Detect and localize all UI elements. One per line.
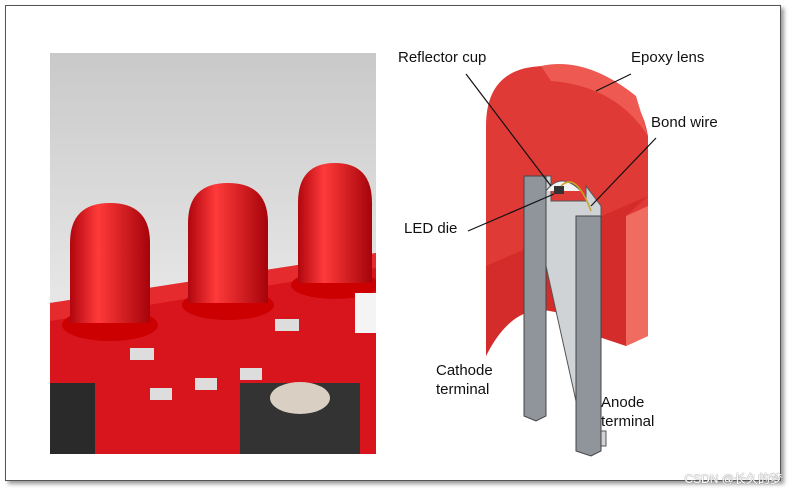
label-epoxy-lens: Epoxy lens	[631, 49, 705, 66]
anode-lead	[575, 215, 602, 457]
bond-wire	[560, 181, 592, 212]
label-led-die: LED die	[404, 220, 458, 237]
led-cross-section-diagram	[465, 64, 657, 457]
led-die	[554, 186, 564, 194]
label-anode-terminal: Anode terminal	[601, 394, 655, 430]
led-2	[182, 183, 274, 320]
figure-frame: Reflector cup Epoxy lens Bond wire LED d…	[5, 5, 781, 481]
led-3	[291, 163, 376, 299]
cathode-lead	[523, 175, 547, 422]
label-cathode-terminal: Cathode terminal	[436, 362, 493, 398]
watermark: CSDN @长久的梦	[684, 472, 782, 486]
label-bond-wire: Bond wire	[651, 114, 718, 131]
led-1	[62, 203, 158, 341]
label-reflector-cup: Reflector cup	[398, 49, 487, 66]
led-pcb-photo	[50, 53, 376, 454]
